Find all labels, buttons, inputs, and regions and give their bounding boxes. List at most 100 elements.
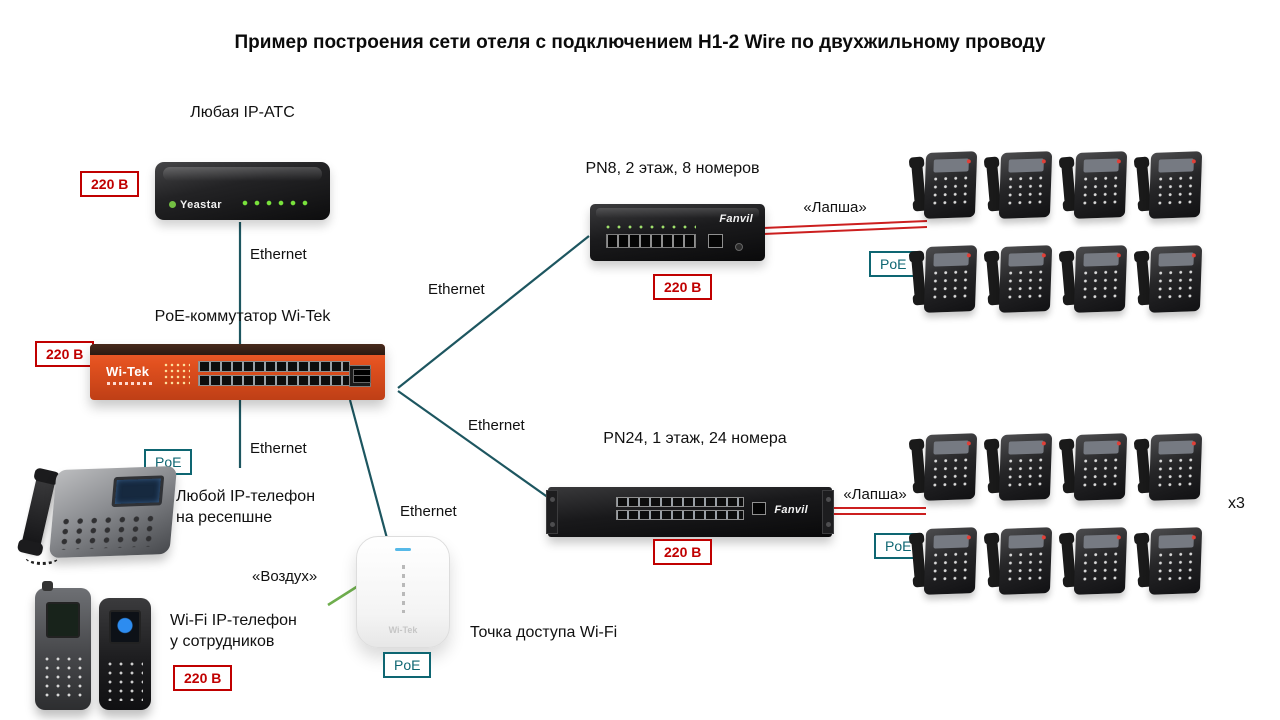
- link-lapsha-top-1: [762, 220, 928, 229]
- phone-body: [923, 433, 978, 501]
- wifi-handset-1: [35, 581, 91, 710]
- room-ip-phone: [985, 244, 1053, 316]
- room-ip-phone: [1060, 432, 1128, 504]
- reception-phone-device: [20, 460, 178, 565]
- phone-body: [923, 151, 978, 219]
- phone-keypad: [1082, 457, 1119, 491]
- ethernet-label-reception: Ethernet: [250, 440, 307, 457]
- wifi-handsets-device: [35, 580, 160, 712]
- phone-body: [1073, 151, 1128, 219]
- phone-led: [966, 159, 971, 164]
- room-ip-phone: [910, 526, 978, 598]
- pn8-uplink-port: [708, 234, 723, 248]
- wifi-phone-label: Wi-Fi IP-телефон у сотрудников: [170, 612, 297, 650]
- switch-brand-logo: Wi-Tek: [106, 364, 150, 379]
- phone-led: [966, 535, 971, 540]
- wifi-handset-1-screen: [46, 602, 80, 638]
- phone-screen: [1083, 252, 1119, 267]
- switch-port-row-1: [198, 361, 350, 372]
- pbx-gloss: [163, 167, 322, 181]
- wifi-handset-1-keypad: [44, 656, 82, 700]
- pn8-reset-button: [735, 243, 743, 251]
- pn8-leds: [606, 225, 696, 231]
- access-point-device: Wi-Tek: [356, 536, 450, 648]
- pn24-rack-ear-right: [822, 490, 834, 534]
- pbx-status-leds: [242, 200, 314, 207]
- phone-body: [923, 245, 978, 313]
- switch-ports: [198, 361, 350, 389]
- page-title: Пример построения сети отеля с подключен…: [234, 32, 1046, 53]
- poe-badge-ap: PoE: [383, 652, 432, 678]
- phone-keypad: [932, 175, 969, 209]
- phone-body: [1148, 433, 1203, 501]
- pbx-brand-logo: Yeastar: [169, 199, 222, 211]
- phone-group-floor1: [910, 432, 1203, 598]
- phone-body: [998, 433, 1053, 501]
- multiplier-label: x3: [1228, 495, 1245, 512]
- phone-screen: [1083, 534, 1119, 549]
- reception-phone-cord: [25, 549, 59, 565]
- pn8-switch-device: Fanvil: [590, 204, 765, 261]
- pn8-gloss: [596, 208, 759, 218]
- switch-top-face: [90, 344, 385, 355]
- reception-phone-body: [48, 465, 178, 559]
- phone-keypad: [1157, 457, 1194, 491]
- phone-led: [1116, 535, 1121, 540]
- phone-screen: [933, 252, 969, 267]
- pbx-device: Yeastar: [155, 162, 330, 220]
- phone-keypad: [1157, 269, 1194, 303]
- phone-body: [923, 527, 978, 595]
- phone-body: [1148, 151, 1203, 219]
- phone-led: [1041, 535, 1046, 540]
- room-ip-phone: [1060, 526, 1128, 598]
- phone-led: [1116, 441, 1121, 446]
- phone-keypad: [1082, 175, 1119, 209]
- phone-screen: [1008, 158, 1044, 173]
- phone-screen: [933, 534, 969, 549]
- wifi-handset-2: [99, 598, 151, 710]
- lapsha-label-bottom: «Лапша»: [843, 486, 907, 503]
- phone-body: [1148, 527, 1203, 595]
- phone-keypad: [1082, 269, 1119, 303]
- phone-group-floor2: [910, 150, 1203, 316]
- ap-vent-slot: [401, 565, 405, 613]
- phone-led: [1041, 441, 1046, 446]
- room-ip-phone: [1060, 244, 1128, 316]
- reception-phone-label: Любой IP-телефон на ресепшне: [176, 488, 316, 526]
- phone-screen: [1083, 158, 1119, 173]
- ap-status-led: [395, 548, 411, 551]
- phone-keypad: [1082, 551, 1119, 585]
- pn24-port-row-1: [616, 497, 744, 507]
- wifi-handset-2-screen: [109, 610, 141, 644]
- ethernet-label-ap: Ethernet: [400, 503, 457, 520]
- phone-keypad: [932, 457, 969, 491]
- room-ip-phone: [910, 432, 978, 504]
- phone-keypad: [1007, 457, 1044, 491]
- room-ip-phone: [1135, 244, 1203, 316]
- lapsha-label-top: «Лапша»: [803, 199, 867, 216]
- phone-body: [1148, 245, 1203, 313]
- phone-led: [1191, 253, 1196, 258]
- phone-led: [1116, 253, 1121, 258]
- pn8-label: PN8, 2 этаж, 8 номеров: [585, 160, 760, 177]
- phone-screen: [1008, 440, 1044, 455]
- phone-screen: [1158, 440, 1194, 455]
- phone-screen: [933, 440, 969, 455]
- pn24-label: PN24, 1 этаж, 24 номера: [603, 430, 787, 447]
- ap-brand-logo: Wi-Tek: [388, 625, 418, 635]
- phone-screen: [1083, 440, 1119, 455]
- room-ip-phone: [985, 432, 1053, 504]
- power-badge-wifi: 220 В: [173, 665, 233, 691]
- wifi-handset-2-keypad: [107, 661, 143, 701]
- room-ip-phone: [985, 526, 1053, 598]
- phone-led: [966, 441, 971, 446]
- pn24-switch-device: Fanvil: [546, 487, 834, 537]
- ethernet-label-pn24: Ethernet: [468, 417, 525, 434]
- room-ip-phone: [910, 150, 978, 222]
- phone-led: [1191, 441, 1196, 446]
- phone-led: [1191, 159, 1196, 164]
- core-switch-label: PoE-коммутатор Wi-Tek: [154, 308, 331, 325]
- pn24-brand-logo: Fanvil: [774, 504, 808, 516]
- pn8-brand-logo: Fanvil: [719, 213, 753, 225]
